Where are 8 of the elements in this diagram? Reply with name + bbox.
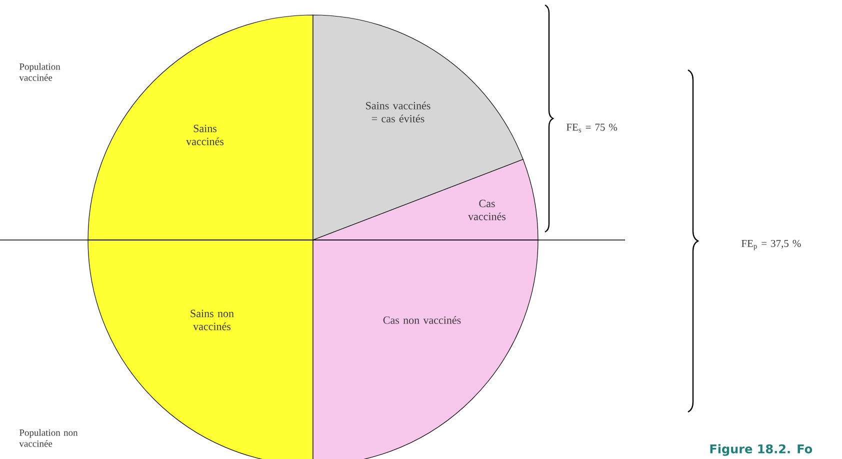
fe-label: FE$_{s}$ = 75 % [566, 124, 618, 132]
figure-caption: Figure 18.2. Fo [710, 444, 812, 456]
pie-sector: Sains vaccinés [88, 14, 314, 240]
fe-label: FE$_{p}$ = 37,5 % [742, 240, 801, 250]
population-label: Population vaccinée [19, 63, 60, 81]
pie-sector: Cas vaccinés [312, 159, 538, 240]
pie-sector: Sains non vaccinés [88, 240, 314, 459]
population-label: Population non vaccinée [19, 429, 78, 447]
